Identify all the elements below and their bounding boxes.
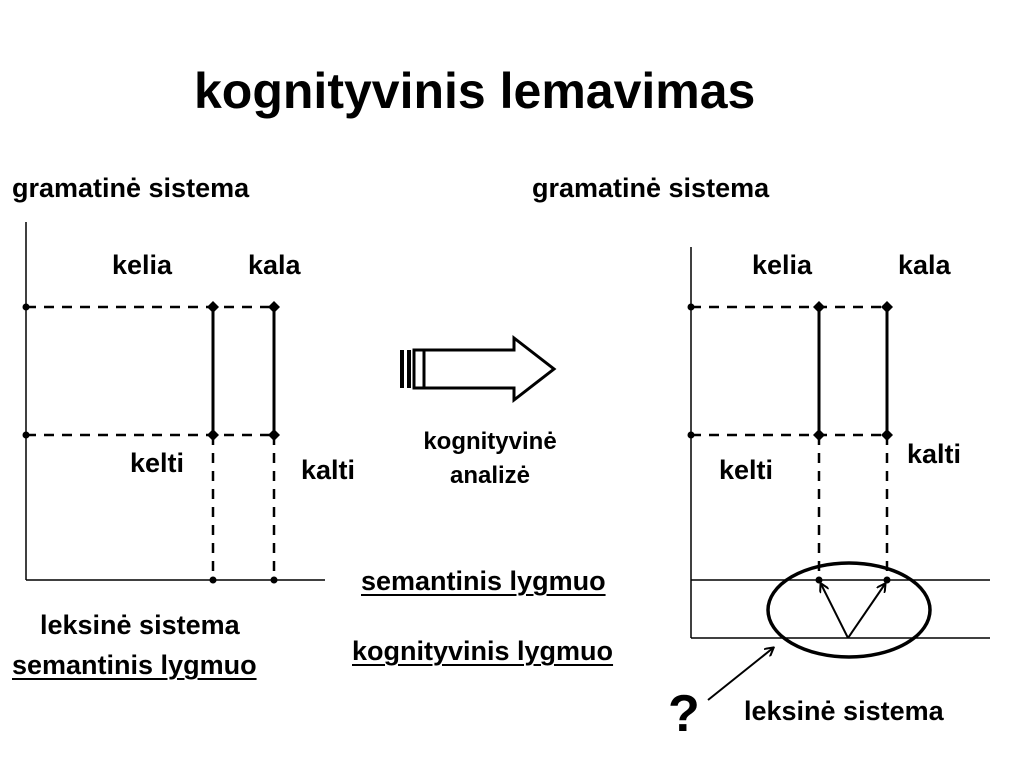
right-diagram	[687, 247, 990, 701]
arrow-caption-line1: kognityvinė	[423, 428, 557, 455]
block-arrow	[400, 334, 557, 404]
right-point	[815, 576, 823, 584]
slide-title: kognityvinis lemavimas	[194, 63, 756, 119]
right-diamond-point	[881, 429, 893, 441]
right-heading: gramatinė sistema	[532, 173, 770, 203]
left-point	[22, 303, 30, 311]
question-pointer-arrow	[707, 648, 773, 701]
cognitive-arrow-to-kalti	[847, 584, 885, 639]
left-diagram	[22, 222, 325, 584]
arrow-body	[412, 334, 557, 404]
right-word-kelia: kelia	[752, 250, 813, 280]
cognitive-arrow-to-kelti	[821, 584, 849, 639]
right-word-kalti: kalti	[907, 439, 962, 469]
cognitive-ellipse	[766, 561, 932, 659]
left-point	[22, 431, 30, 439]
arrow-tail-bar	[400, 350, 404, 388]
right-diamond-point	[813, 429, 825, 441]
right-point	[687, 431, 695, 439]
cognitive-level-label: kognityvinis lygmuo	[352, 636, 614, 666]
arrow-tail-bar	[407, 350, 411, 388]
left-diamond-point	[207, 301, 219, 313]
semantic-level-label: semantinis lygmuo	[361, 566, 606, 596]
question-mark: ?	[668, 685, 700, 743]
left-word-kala: kala	[248, 250, 301, 280]
right-point	[687, 303, 695, 311]
right-diamond-point	[881, 301, 893, 313]
left-diamond-point	[268, 301, 280, 313]
arrow-caption-line2: analizė	[449, 462, 531, 489]
left-diamond-point	[268, 429, 280, 441]
right-diamond-point	[813, 301, 825, 313]
right-point	[883, 576, 891, 584]
left-word-kelia: kelia	[112, 250, 173, 280]
right-word-kala: kala	[898, 250, 951, 280]
left-bottom-label: leksinė sistema	[40, 610, 240, 640]
left-word-kalti: kalti	[301, 455, 356, 485]
left-point	[209, 576, 217, 584]
right-bottom-label: leksinė sistema	[744, 696, 944, 726]
left-bottom-sublabel: semantinis lygmuo	[12, 650, 257, 680]
left-diamond-point	[207, 429, 219, 441]
left-point	[270, 576, 278, 584]
left-heading: gramatinė sistema	[12, 173, 250, 203]
left-word-kelti: kelti	[130, 448, 185, 478]
right-word-kelti: kelti	[719, 455, 774, 485]
